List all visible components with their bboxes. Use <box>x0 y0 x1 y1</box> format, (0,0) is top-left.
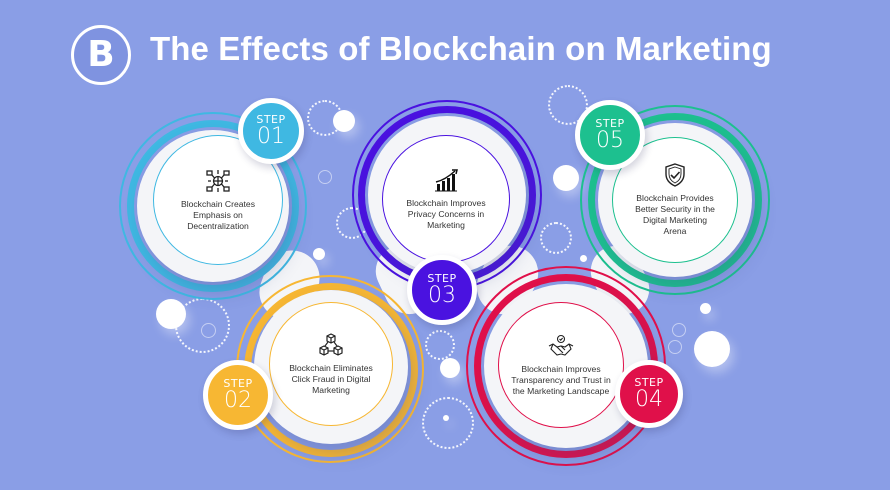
thin-circle-decor <box>672 323 686 337</box>
step4-label: STEP <box>634 376 664 389</box>
white-dot-decor <box>440 358 460 378</box>
step1-number: 01 <box>257 124 285 149</box>
step1-ring <box>127 120 299 292</box>
step4-number: 04 <box>635 387 663 412</box>
step5-badge: STEP 05 <box>575 100 645 170</box>
step4-description: Blockchain Improves Transparency and Tru… <box>511 363 611 396</box>
step1-description: Blockchain Creates Emphasis on Decentral… <box>180 198 256 231</box>
step1-label: STEP <box>256 113 286 126</box>
step5-outer-ring <box>580 105 770 295</box>
white-dot-decor <box>443 415 449 421</box>
shield-check-icon <box>665 163 685 187</box>
step2-label: STEP <box>223 377 253 390</box>
white-dot-decor <box>694 331 730 367</box>
dotted-circle-decor <box>422 397 474 449</box>
dotted-circle-decor <box>548 85 588 125</box>
step4-content: Blockchain Improves Transparency and Tru… <box>498 302 624 428</box>
connected-blocks-icon <box>319 332 343 356</box>
white-dot-decor <box>313 248 325 260</box>
handshake-icon <box>548 334 574 356</box>
white-dot-decor <box>580 255 587 262</box>
step3-number: 03 <box>428 283 456 308</box>
step2-badge: STEP 02 <box>203 360 273 430</box>
brand-logo: B <box>71 25 131 85</box>
white-dot-decor <box>553 165 579 191</box>
step2-description: Blockchain Eliminates Click Fraud in Dig… <box>289 362 373 395</box>
decentralized-network-icon <box>206 169 230 192</box>
step5-ring <box>588 113 762 287</box>
step5-description: Blockchain Provides Better Security in t… <box>635 193 715 236</box>
page-title: The Effects of Blockchain on Marketing <box>150 30 772 67</box>
step5-label: STEP <box>595 117 625 130</box>
dotted-circle-decor <box>425 330 455 360</box>
step2-content: Blockchain Eliminates Click Fraud in Dig… <box>269 302 393 426</box>
thin-circle-decor <box>318 170 332 184</box>
thin-circle-decor <box>668 340 682 354</box>
step1-badge: STEP 01 <box>238 98 304 164</box>
logo-letter: B <box>87 34 115 75</box>
step3-content: Blockchain Improves Privacy Concerns in … <box>382 135 510 263</box>
step3-label: STEP <box>427 272 457 285</box>
white-dot-decor <box>333 110 355 132</box>
step4-badge: STEP 04 <box>615 360 683 428</box>
step3-description: Blockchain Improves Privacy Concerns in … <box>406 197 486 230</box>
white-dot-decor <box>700 303 711 314</box>
step5-number: 05 <box>596 128 624 153</box>
thin-circle-decor <box>201 323 216 338</box>
dotted-circle-decor <box>540 222 572 254</box>
step1-outer-ring <box>119 112 307 300</box>
growth-chart-icon <box>435 168 458 191</box>
step3-badge: STEP 03 <box>407 255 477 325</box>
step2-number: 02 <box>224 388 252 413</box>
